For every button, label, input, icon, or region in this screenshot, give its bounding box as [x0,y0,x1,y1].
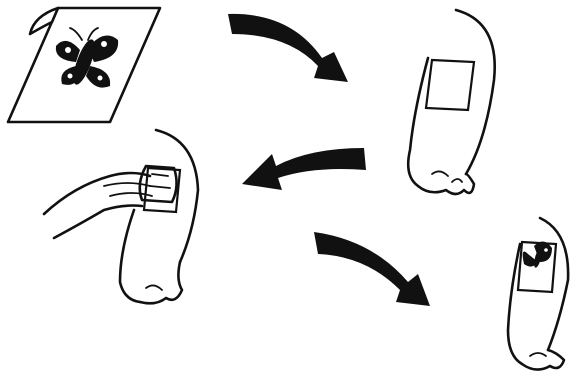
curved-arrow-icon [242,148,366,190]
wet-cloth-press-icon [44,130,198,303]
finished-tattoo-icon [508,218,568,370]
paper-on-wrist-icon [408,10,495,194]
transfer-sheet-icon [8,8,160,122]
curved-arrow-icon [314,232,430,306]
curved-arrow-icon [228,14,348,82]
